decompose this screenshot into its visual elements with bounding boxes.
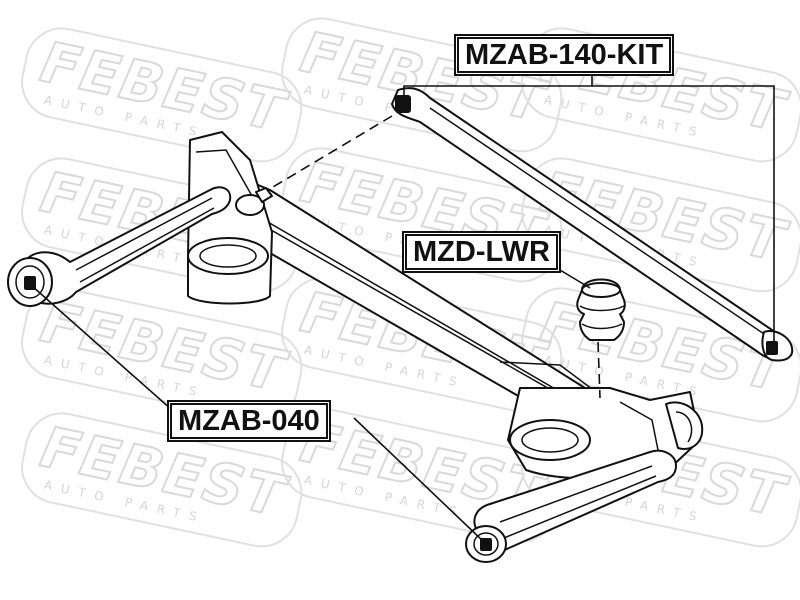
callout-leaders: [31, 74, 775, 543]
twist-beam-axle: [7, 131, 704, 563]
callout-mzd-lwr: MZD-LWR: [405, 234, 558, 270]
assembly-line-bumpstop: [597, 341, 601, 399]
assembly-line-link: [267, 115, 393, 191]
callout-mzab-140-kit: MZAB-140-KIT: [457, 37, 672, 73]
leader-mzab-040-right: [353, 417, 485, 543]
watermark-2: FEBEST AUTO PARTS: [281, 17, 563, 153]
bump-stop: [576, 278, 626, 341]
watermark-1: FEBEST AUTO PARTS: [21, 27, 303, 163]
leader-mzab-140-kit: [403, 74, 593, 100]
upper-lateral-link: [391, 87, 794, 362]
leader-mzd-lwr: [559, 269, 591, 289]
leader-mzab-140-kit-right: [592, 85, 775, 344]
leader-mzab-040-left: [31, 285, 173, 411]
callout-mzab-040: MZAB-040: [170, 403, 328, 439]
